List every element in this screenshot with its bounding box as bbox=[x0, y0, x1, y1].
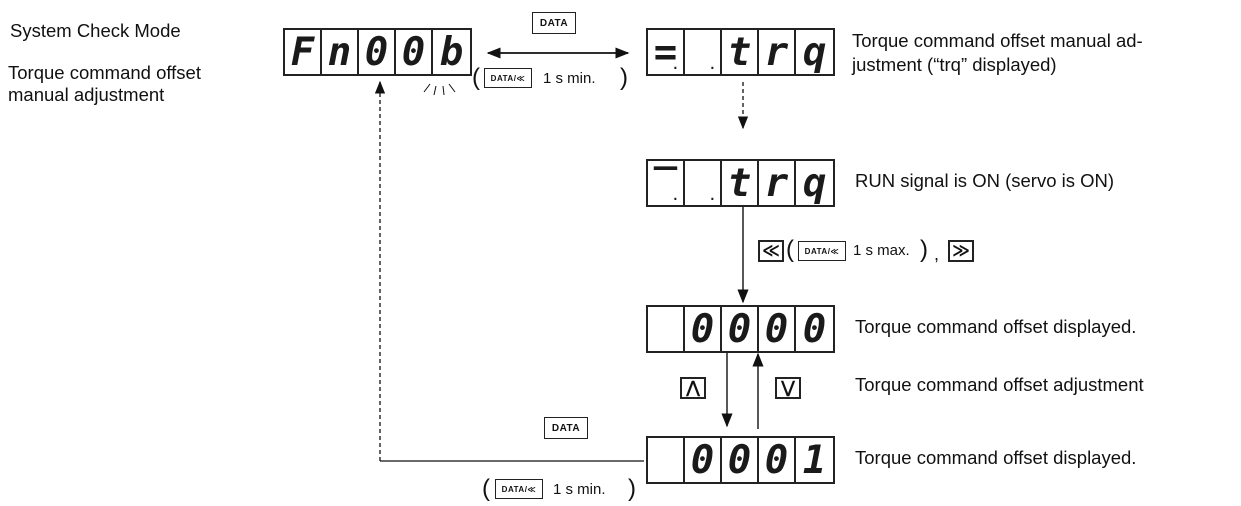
trq-desc-line2: justment (“trq” displayed) bbox=[852, 54, 1057, 75]
down-key-icon[interactable]: ⋁ bbox=[775, 377, 801, 399]
paren-close: ) bbox=[620, 64, 628, 91]
paren-close: ) bbox=[628, 475, 636, 502]
up-key-icon[interactable]: ⋀ bbox=[680, 377, 706, 399]
digit: n bbox=[322, 30, 359, 75]
comma-separator: , bbox=[934, 244, 940, 264]
display-fn00b: F n 0 0 b bbox=[283, 28, 472, 76]
paren-open: ( bbox=[786, 236, 794, 263]
digit: 0 bbox=[802, 306, 827, 352]
offset-displayed-label-2: Torque command offset displayed. bbox=[855, 447, 1137, 468]
shift-right-icon[interactable]: ≫ bbox=[948, 240, 974, 262]
digit: . bbox=[685, 161, 722, 205]
digit: 0 bbox=[396, 30, 433, 75]
digit: b bbox=[439, 29, 464, 75]
paren-close: ) bbox=[920, 236, 928, 263]
digit: 0 bbox=[759, 438, 796, 483]
display-offset-0000: 0 0 0 0 bbox=[646, 305, 835, 353]
paren-open: ( bbox=[472, 64, 480, 91]
trq-desc-line1: Torque command offset manual ad- bbox=[852, 30, 1143, 51]
display-trq-blink: =. . t r q bbox=[646, 28, 835, 76]
mode-subtitle-line1: Torque command offset bbox=[8, 62, 201, 83]
min-1s-label: 1 s min. bbox=[543, 70, 596, 87]
data-key[interactable]: DATA bbox=[544, 417, 588, 439]
display-trq-on: ‾. . t r q bbox=[646, 159, 835, 207]
max-1s-label: 1 s max. bbox=[853, 242, 910, 259]
digit: ‾. bbox=[648, 161, 685, 206]
digit: 0 bbox=[359, 30, 396, 75]
run-on-label: RUN signal is ON (servo is ON) bbox=[855, 170, 1115, 191]
digit: t bbox=[722, 161, 759, 206]
offset-displayed-label-1: Torque command offset displayed. bbox=[855, 316, 1137, 337]
digit bbox=[648, 307, 685, 351]
digit: 1 bbox=[802, 437, 827, 483]
digit: q bbox=[802, 160, 827, 206]
digit: =. bbox=[648, 30, 685, 75]
digit: q bbox=[802, 29, 827, 75]
digit: 0 bbox=[685, 438, 722, 483]
digit: r bbox=[759, 30, 796, 75]
digit: r bbox=[759, 161, 796, 206]
data-key[interactable]: DATA bbox=[532, 12, 576, 34]
display-offset-0001: 0 0 0 1 bbox=[646, 436, 835, 484]
digit: . bbox=[685, 30, 722, 74]
digit: t bbox=[722, 30, 759, 75]
digit: F bbox=[285, 30, 322, 75]
data-shift-key[interactable]: DATA/≪ bbox=[798, 241, 846, 261]
min-1s-label: 1 s min. bbox=[553, 481, 606, 498]
data-shift-key[interactable]: DATA/≪ bbox=[495, 479, 543, 499]
mode-title: System Check Mode bbox=[10, 20, 181, 41]
mode-subtitle-line2: manual adjustment bbox=[8, 84, 165, 105]
data-shift-key[interactable]: DATA/≪ bbox=[484, 68, 532, 88]
digit: 0 bbox=[685, 307, 722, 352]
digit: 0 bbox=[759, 307, 796, 352]
digit bbox=[648, 438, 685, 482]
offset-adjust-label: Torque command offset adjustment bbox=[855, 374, 1144, 395]
blink-rays bbox=[423, 83, 456, 96]
digit: 0 bbox=[722, 307, 759, 352]
paren-open: ( bbox=[482, 475, 490, 502]
digit: 0 bbox=[722, 438, 759, 483]
shift-left-icon[interactable]: ≪ bbox=[758, 240, 784, 262]
